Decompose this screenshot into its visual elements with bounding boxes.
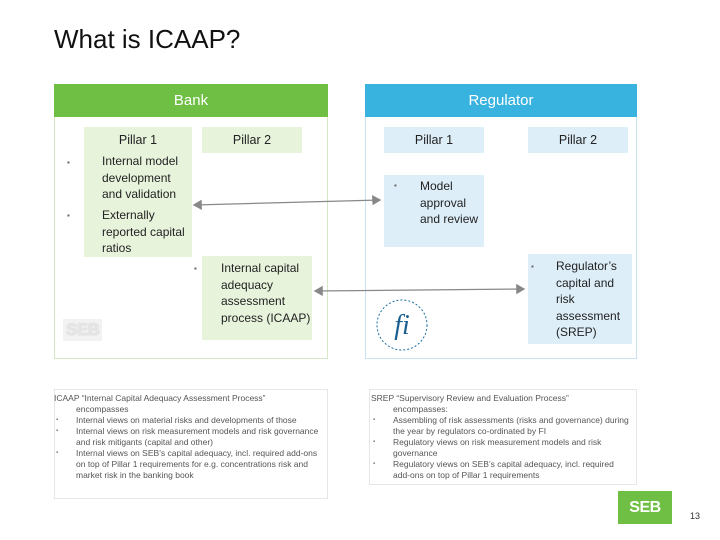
bullet-icon: ▪ xyxy=(56,428,59,434)
icaap-note-item-3: Internal views on SEB’s capital adequacy… xyxy=(76,448,318,480)
pillar2-double-arrow xyxy=(313,283,526,297)
page-title: What is ICAAP? xyxy=(54,24,241,54)
seb-logo-footer: SEB xyxy=(618,491,672,524)
bank-pillar1-item-2: Externally reported capital ratios xyxy=(102,208,185,255)
srep-note-item-2: Regulatory views on risk measurement mod… xyxy=(393,437,602,458)
bullet-icon: ▪ xyxy=(373,417,376,423)
page-number: 13 xyxy=(690,511,701,521)
srep-note-intro2: encompasses: xyxy=(393,404,448,414)
bullet-icon: ▪ xyxy=(373,439,376,445)
list-item: ▪ Regulatory views on SEB’s capital adeq… xyxy=(371,459,633,481)
regulator-pillar1-box xyxy=(384,175,484,247)
bank-pillar1-item-1: Internal model development and validatio… xyxy=(102,154,179,201)
icaap-note-intro2: encompasses xyxy=(76,404,129,414)
list-item: ▪ Internal views on material risks and d… xyxy=(54,415,326,426)
fi-logo: fi xyxy=(376,299,428,351)
bullet-icon: ▪ xyxy=(373,461,376,467)
regulator-pillar1-item: Model approval and review xyxy=(420,179,479,226)
bank-pillar2-label: Pillar 2 xyxy=(202,127,302,153)
bullet-icon: ▪ xyxy=(531,262,534,271)
bullet-icon: ▪ xyxy=(67,158,70,167)
regulator-pillar2-label: Pillar 2 xyxy=(528,127,628,153)
regulator-pillar2-box xyxy=(528,254,632,344)
icaap-note-intro: ICAAP “Internal Capital Adequacy Assessm… xyxy=(54,393,266,403)
srep-note-box xyxy=(369,389,637,485)
bank-pillar1-label: Pillar 1 xyxy=(84,127,192,153)
regulator-header: Regulator xyxy=(365,84,637,117)
srep-note: SREP “Supervisory Review and Evaluation … xyxy=(371,393,633,481)
bank-header: Bank xyxy=(54,84,328,117)
bullet-icon: ▪ xyxy=(56,417,59,423)
srep-note-intro: SREP “Supervisory Review and Evaluation … xyxy=(371,393,569,403)
list-item: ▪ Internal views on risk measurement mod… xyxy=(54,426,326,448)
icaap-note-item-1: Internal views on material risks and dev… xyxy=(76,415,297,425)
seb-logo: SEB xyxy=(63,319,103,341)
bank-pillar1-box xyxy=(84,153,192,257)
fi-logo-ring xyxy=(376,299,428,351)
srep-note-item-1: Assembling of risk assessments (risks an… xyxy=(393,415,629,436)
list-item: ▪ Internal views on SEB’s capital adequa… xyxy=(54,448,326,481)
srep-note-item-3: Regulatory views on SEB’s capital adequa… xyxy=(393,459,614,480)
list-item: ▪ Assembling of risk assessments (risks … xyxy=(371,415,633,437)
bullet-icon: ▪ xyxy=(194,264,197,273)
icaap-note: ICAAP “Internal Capital Adequacy Assessm… xyxy=(54,393,326,481)
list-item: ▪ Regulatory views on risk measurement m… xyxy=(371,437,633,459)
pillar1-double-arrow xyxy=(192,195,382,210)
bullet-icon: ▪ xyxy=(56,450,59,456)
icaap-note-box xyxy=(54,389,328,499)
regulator-pillar1-label: Pillar 1 xyxy=(384,127,484,153)
regulator-pillar2-item: Regulator’s capital and risk assessment … xyxy=(556,259,621,339)
bullet-icon: ▪ xyxy=(394,181,397,190)
fi-logo-text: fi xyxy=(394,310,410,341)
bullet-icon: ▪ xyxy=(67,211,70,220)
bank-pillar2-box xyxy=(202,256,312,340)
bank-pillar2-item: Internal capital adequacy assessment pro… xyxy=(221,261,311,325)
icaap-note-item-2: Internal views on risk measurement model… xyxy=(76,426,319,447)
